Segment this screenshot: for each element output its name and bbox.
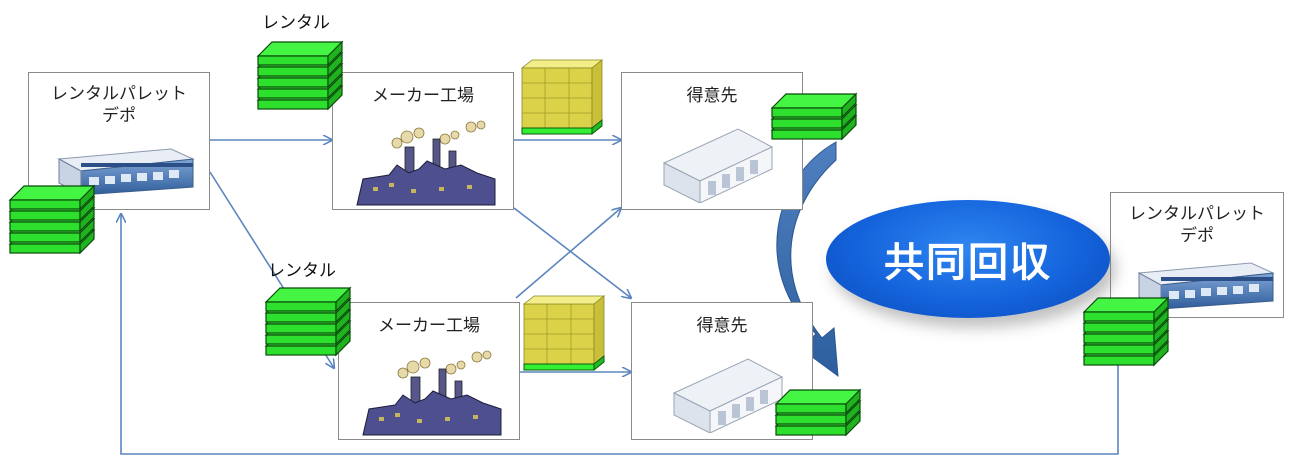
pallet-stack-depot-left bbox=[8, 184, 96, 255]
pallet-stack-rental-top bbox=[256, 40, 344, 111]
customer-bottom-title: 得意先 bbox=[696, 316, 748, 336]
pallet-stack-depot-right bbox=[1082, 296, 1170, 367]
joint-collection-label: 共同回収 bbox=[884, 240, 1052, 286]
customer-top-box: 得意先 bbox=[621, 72, 803, 210]
depot-left-title: レンタルパレット デポ bbox=[29, 83, 209, 127]
factory-top-title: メーカー工場 bbox=[372, 86, 474, 106]
depot-left-title-line2: デポ bbox=[102, 106, 136, 126]
factory-bottom-title: メーカー工場 bbox=[378, 316, 480, 336]
factory-bottom-box: メーカー工場 bbox=[338, 302, 520, 440]
depot-left-title-line1: レンタルパレット bbox=[51, 84, 187, 104]
loaded-pallet-bottom bbox=[522, 295, 606, 372]
depot-left-box: レンタルパレット デポ bbox=[28, 72, 210, 210]
depot-right-title-line1: レンタルパレット bbox=[1129, 204, 1265, 224]
joint-collection-ellipse: 共同回収 bbox=[826, 200, 1110, 318]
rental-label-bottom: レンタル bbox=[268, 261, 336, 281]
factory-icon bbox=[356, 120, 496, 206]
arrow-factory-bottom-to-customer-top bbox=[515, 208, 621, 299]
pallet-stack-customer-top bbox=[770, 92, 858, 141]
pallet-stack-customer-bottom bbox=[774, 388, 862, 437]
arrow-return-to-depot bbox=[121, 214, 1119, 455]
depot-right-title-line2: デポ bbox=[1180, 226, 1214, 246]
rental-label-top: レンタル bbox=[262, 13, 330, 33]
factory-top-box: メーカー工場 bbox=[332, 72, 514, 210]
store-building-icon bbox=[662, 128, 774, 203]
customer-top-title: 得意先 bbox=[686, 86, 738, 106]
pallet-stack-rental-bottom bbox=[264, 286, 352, 357]
factory-icon bbox=[362, 350, 502, 436]
store-building-icon bbox=[672, 358, 784, 433]
depot-right-title: レンタルパレット デポ bbox=[1111, 203, 1283, 247]
arrow-factory-top-to-customer-bottom bbox=[513, 207, 631, 298]
loaded-pallet-top bbox=[520, 59, 604, 136]
